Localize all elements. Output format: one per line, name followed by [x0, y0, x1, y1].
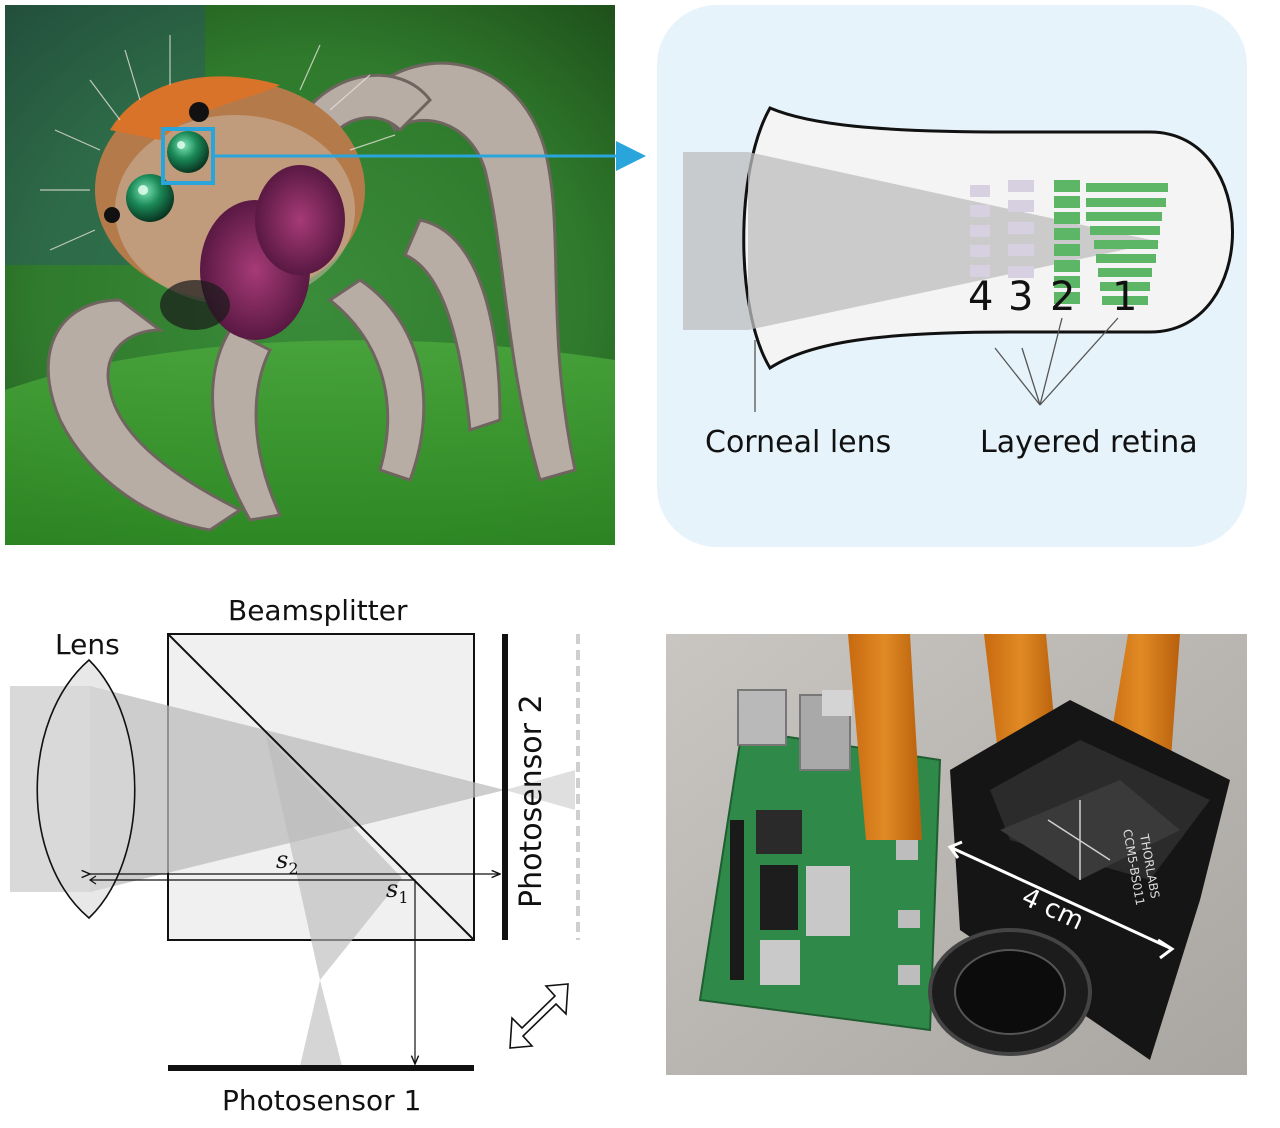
retina-layer-number-2: 2 — [1050, 274, 1075, 320]
sensor-swap-double-arrow — [509, 983, 569, 1049]
retina-layer-4 — [970, 185, 990, 277]
panel-hardware-photo: 4 cm THORLABS CCM5-BS011 — [666, 634, 1247, 1075]
spider-chelicera-right — [255, 165, 345, 275]
focused-light-cone — [748, 152, 1160, 330]
reflected-cone — [266, 736, 402, 980]
beamsplitter-diagonal — [167, 633, 475, 941]
panel-spider-photo — [5, 5, 646, 545]
retina-layer-number-1: 1 — [1112, 274, 1137, 320]
retina-layer-2 — [1054, 180, 1080, 304]
distance-s2-label: s2 — [276, 846, 299, 878]
retina-layer-number-3: 3 — [1008, 274, 1033, 320]
spider-eye-principal-left — [126, 174, 174, 222]
layered-retina-pointers — [994, 317, 1119, 406]
corneal-lens-label: Corneal lens — [705, 425, 891, 460]
distance-s1-arrow — [90, 879, 415, 1064]
distance-s1-label: s1 — [386, 875, 409, 907]
ribbon-cable-left — [848, 634, 922, 840]
lens-label: Lens — [55, 628, 120, 661]
incoming-light-beam — [683, 152, 748, 330]
spider-eye-principal-right — [167, 131, 209, 173]
panel-eye-diagram: 4 3 2 1 Corneal lens Layered retina — [657, 5, 1247, 547]
panel-optical-schematic: s2 s1 Lens Beamsplitter Photosensor 1 Ph… — [10, 594, 580, 1117]
photosensor-2-label: Photosensor 2 — [514, 694, 549, 908]
layered-retina-label: Layered retina — [980, 425, 1198, 460]
spider-hairs — [40, 35, 396, 251]
retina-layer-1 — [1086, 183, 1168, 305]
scale-bar-4cm — [951, 846, 1171, 950]
photosensor-1-label: Photosensor 1 — [222, 1084, 421, 1117]
schematic-lens — [36, 658, 136, 920]
retina-layer-number-4: 4 — [968, 274, 993, 320]
spider-legs — [46, 61, 577, 532]
retina-layer-3 — [1008, 180, 1034, 278]
beamsplitter-label: Beamsplitter — [228, 594, 408, 627]
